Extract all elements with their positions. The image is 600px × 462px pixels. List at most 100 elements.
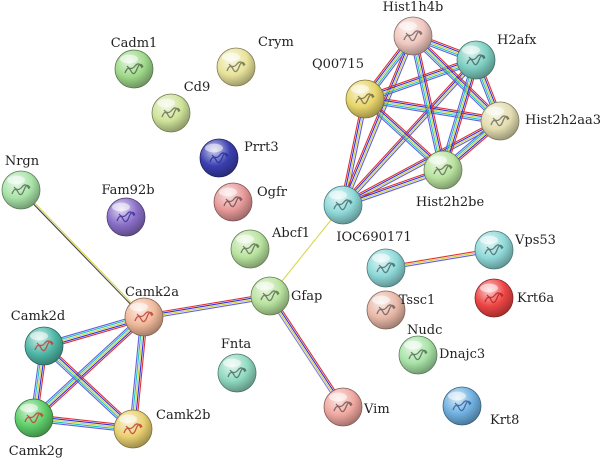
edge-strand xyxy=(41,347,132,432)
edge-strand xyxy=(271,294,346,407)
protein-structure-icon xyxy=(466,54,486,66)
node-krt6a[interactable] xyxy=(474,278,514,318)
edge-strand xyxy=(364,59,477,100)
edge-Gfap-Vim xyxy=(267,294,346,409)
node-label: Vim xyxy=(363,402,390,417)
protein-structure-icon xyxy=(408,349,428,361)
node-nrgn[interactable] xyxy=(1,170,41,210)
node-abcf1[interactable] xyxy=(230,229,270,269)
protein-structure-icon xyxy=(116,211,136,223)
node-crym[interactable] xyxy=(216,47,256,87)
edge-strand xyxy=(445,60,480,172)
sphere-highlight xyxy=(205,143,223,153)
sphere-highlight xyxy=(429,155,447,165)
edge-Hist1h4b-Hist2h2be xyxy=(409,34,447,172)
node-fam92b[interactable] xyxy=(106,197,146,237)
node-label: Nrgn xyxy=(5,154,40,169)
node-label: H2afx xyxy=(497,33,537,48)
node-label: Fnta xyxy=(221,337,252,352)
node-label: Gfap xyxy=(291,289,322,304)
sphere-highlight xyxy=(480,235,498,245)
edge-strand xyxy=(409,36,441,172)
protein-structure-icon xyxy=(124,63,144,75)
edge-strand xyxy=(343,35,415,206)
sphere-highlight xyxy=(120,54,138,64)
nodes-layer xyxy=(1,16,520,449)
node-cadm1[interactable] xyxy=(114,49,154,89)
edge-Camk2a-Gfap xyxy=(143,293,271,320)
sphere-highlight xyxy=(7,175,25,185)
node-label: IOC690171 xyxy=(336,230,411,245)
protein-structure-icon xyxy=(34,340,54,352)
sphere-highlight xyxy=(157,98,175,108)
node-vps53[interactable] xyxy=(474,230,514,270)
protein-structure-icon xyxy=(24,412,44,424)
node-label: Krt8 xyxy=(490,413,519,428)
node-camk2b[interactable] xyxy=(113,409,153,449)
edge-strand xyxy=(42,346,133,431)
node-krt8[interactable] xyxy=(442,386,482,426)
edge-strand xyxy=(342,119,501,205)
edge-strand xyxy=(45,343,136,428)
edge-strand xyxy=(410,35,442,171)
node-hist2h2be[interactable] xyxy=(423,150,463,190)
protein-structure-icon xyxy=(227,367,247,379)
edge-IOC690171-H2afx xyxy=(340,57,479,208)
edge-strand xyxy=(414,33,503,120)
node-ogfr[interactable] xyxy=(213,182,253,222)
node-ioc690171[interactable] xyxy=(323,185,363,225)
edge-strand xyxy=(270,295,345,408)
node-vim[interactable] xyxy=(323,387,363,427)
edge-strand xyxy=(269,204,344,297)
node-camk2a[interactable] xyxy=(124,297,164,337)
node-camk2g[interactable] xyxy=(14,398,54,438)
edge-strand xyxy=(341,58,476,206)
protein-structure-icon xyxy=(223,196,243,208)
protein-structure-icon xyxy=(240,243,260,255)
node-camk2d[interactable] xyxy=(24,326,64,366)
node-label: Vps53 xyxy=(514,233,556,248)
edges-layer xyxy=(19,32,504,433)
node-label: Camk2a xyxy=(125,285,179,300)
node-prrt3[interactable] xyxy=(199,138,239,178)
edge-IOC690171-Hist2h2aa3 xyxy=(341,118,502,208)
edge-strand xyxy=(364,100,501,124)
node-label: Hist2h2aa3 xyxy=(525,113,600,128)
sphere-highlight xyxy=(351,84,369,94)
node-hist2h2aa3[interactable] xyxy=(480,101,520,141)
sphere-highlight xyxy=(219,187,237,197)
edge-Gfap-IOC690171 xyxy=(269,204,344,297)
edge-strand xyxy=(143,297,271,320)
edge-strand xyxy=(340,34,412,205)
protein-structure-icon xyxy=(11,184,31,196)
node-h2afx[interactable] xyxy=(456,40,496,80)
protein-structure-icon xyxy=(333,199,353,211)
node-label: Dnajc3 xyxy=(439,347,485,362)
node-label: Ogfr xyxy=(257,185,288,200)
sphere-highlight xyxy=(223,358,241,368)
protein-structure-icon xyxy=(209,152,229,164)
edge-strand xyxy=(411,36,500,123)
protein-structure-icon xyxy=(490,115,510,127)
edge-strand xyxy=(21,188,146,317)
edge-strand xyxy=(363,57,477,99)
sphere-highlight xyxy=(20,403,38,413)
sphere-highlight xyxy=(119,414,137,424)
sphere-highlight xyxy=(222,52,240,62)
node-q00715[interactable] xyxy=(345,79,385,119)
edge-strand xyxy=(410,37,499,124)
protein-structure-icon xyxy=(123,423,143,435)
node-nudc[interactable] xyxy=(366,290,406,330)
node-gfap[interactable] xyxy=(250,276,290,316)
node-hist1h4b[interactable] xyxy=(393,16,433,56)
node-cd9[interactable] xyxy=(151,93,191,133)
edge-strand xyxy=(340,57,475,204)
sphere-highlight xyxy=(404,340,422,350)
node-label: Camk2b xyxy=(156,408,211,423)
node-label: Hist1h4b xyxy=(383,0,444,15)
node-fnta[interactable] xyxy=(217,353,257,393)
node-dnajc3[interactable] xyxy=(398,335,438,375)
node-tssc1[interactable] xyxy=(366,248,406,288)
edge-strand xyxy=(412,35,444,171)
